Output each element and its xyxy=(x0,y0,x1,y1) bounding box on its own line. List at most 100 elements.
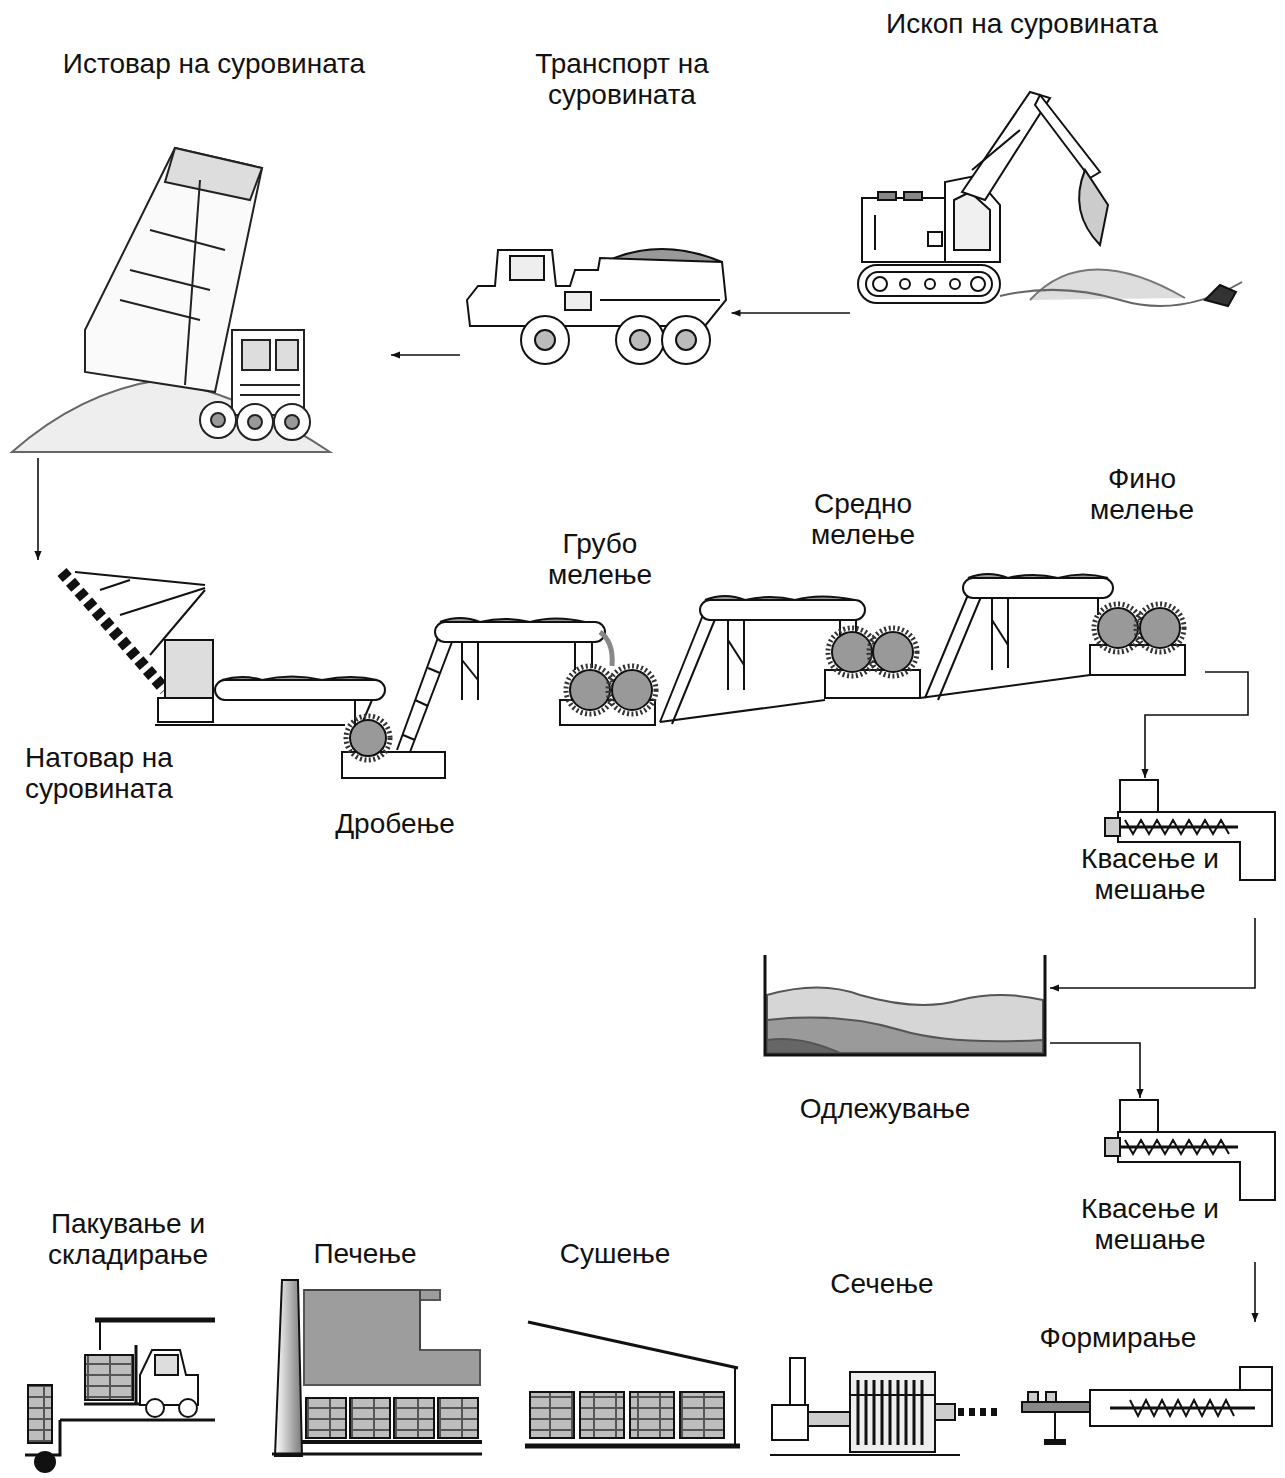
conveyor-line xyxy=(1094,604,1142,652)
conveyor-line xyxy=(215,574,1185,778)
extruder-icon xyxy=(1028,1392,1038,1402)
step-label: Печење xyxy=(290,1238,440,1269)
conveyor-line xyxy=(925,590,970,698)
dryer-icon xyxy=(630,1392,674,1438)
hauler-truck-icon xyxy=(662,316,710,364)
flow-arrow xyxy=(1050,1043,1140,1098)
dump-truck-icon xyxy=(12,148,330,452)
loader-icon xyxy=(158,698,213,722)
conveyor-line xyxy=(832,632,872,672)
step-label: Дробење xyxy=(326,808,464,839)
flow-arrow xyxy=(732,312,851,314)
step-label: Ископ на суровината xyxy=(857,8,1187,39)
flow-arrow xyxy=(1254,1262,1256,1322)
conveyor-line xyxy=(1136,604,1184,652)
cutter-icon xyxy=(858,1380,922,1445)
excavator-icon xyxy=(862,198,945,262)
dryer-icon xyxy=(580,1392,624,1438)
flow-arrow xyxy=(37,458,39,560)
process-step: Грубо мелење xyxy=(537,526,663,726)
step-label: Средно мелење xyxy=(802,488,924,551)
mixer-icon xyxy=(1118,1132,1275,1200)
conveyor-line xyxy=(570,670,610,710)
process-step: Формирање xyxy=(1005,1322,1275,1448)
hauler-truck-icon xyxy=(467,249,726,364)
conveyor-line xyxy=(672,612,718,724)
forklift-icon xyxy=(179,1399,197,1417)
step-label: Натовар на суровината xyxy=(25,742,203,805)
extruder-icon xyxy=(1054,1412,1056,1440)
process-step: Печење xyxy=(272,1236,482,1458)
kiln-icon xyxy=(394,1398,434,1438)
aging-pit-icon xyxy=(765,955,1045,1055)
conveyor-line xyxy=(574,642,576,670)
excavator-icon xyxy=(900,279,910,289)
step-label: Квасење и мешање xyxy=(1070,843,1230,906)
forklift-icon xyxy=(35,1452,55,1472)
conveyor-line xyxy=(600,632,612,666)
cutter-icon xyxy=(808,1412,850,1426)
step-label: Фино мелење xyxy=(1081,463,1203,526)
excavator-icon xyxy=(950,279,960,289)
dump-truck-icon xyxy=(150,230,225,250)
excavator-icon xyxy=(1030,269,1185,300)
step-label: Одлежување xyxy=(770,1093,1000,1124)
conveyor-line xyxy=(700,600,865,620)
excavator-icon xyxy=(1079,170,1108,245)
conveyor-line xyxy=(743,620,745,690)
dump-truck-icon xyxy=(276,340,298,370)
mixer-icon xyxy=(1105,1100,1275,1200)
forklift-icon xyxy=(99,1320,101,1350)
hauler-truck-icon xyxy=(616,316,664,364)
conveyor-line xyxy=(346,716,390,760)
dump-truck-icon xyxy=(165,148,262,200)
conveyor-line xyxy=(350,720,386,756)
process-step: Транспорт на суровината xyxy=(460,46,732,372)
forklift-icon xyxy=(85,1355,133,1400)
cutter-icon xyxy=(790,1358,805,1405)
forklift-icon xyxy=(84,1403,140,1406)
dump-truck-icon xyxy=(248,415,262,429)
dump-truck-icon xyxy=(285,415,299,429)
step-label: Транспорт на суровината xyxy=(515,48,730,111)
dump-truck-icon xyxy=(242,340,270,370)
excavator-icon xyxy=(904,192,922,200)
hauler-truck-icon xyxy=(565,292,591,310)
hauler-truck-icon xyxy=(521,316,569,364)
hauler-truck-icon xyxy=(535,330,555,350)
kiln-icon xyxy=(304,1290,480,1385)
hauler-truck-icon xyxy=(630,330,650,350)
dryer-icon xyxy=(734,1368,736,1448)
mixer-icon xyxy=(1125,820,1229,834)
forklift-icon xyxy=(25,1420,215,1455)
hauler-truck-icon xyxy=(676,330,696,350)
conveyor-line xyxy=(869,628,917,676)
conveyor-line xyxy=(461,642,463,700)
kiln-icon xyxy=(304,1290,420,1350)
kiln-icon xyxy=(306,1398,346,1438)
aging-pit-icon xyxy=(767,988,1043,1054)
dryer-icon xyxy=(530,1392,574,1438)
loader-icon xyxy=(62,572,345,725)
step-label: Сушење xyxy=(540,1238,690,1269)
conveyor-line xyxy=(992,620,1008,645)
forklift-icon xyxy=(28,1385,52,1443)
process-step: Квасење и мешање xyxy=(1068,778,1278,918)
conveyor-line xyxy=(1140,608,1180,648)
process-step: Сушење xyxy=(522,1236,742,1452)
dryer-icon xyxy=(525,1322,740,1448)
excavator-icon xyxy=(858,92,1242,306)
excavator-icon xyxy=(928,232,942,246)
process-step: Средно мелење xyxy=(800,486,927,700)
conveyor-line xyxy=(660,700,825,722)
forklift-icon xyxy=(95,1318,215,1323)
dump-truck-icon xyxy=(200,402,236,438)
excavator-icon xyxy=(874,215,876,250)
flow-arrow xyxy=(1050,918,1255,988)
conveyor-line xyxy=(477,642,479,700)
conveyor-line xyxy=(1098,608,1138,648)
excavator-icon xyxy=(878,192,896,200)
cutter-icon xyxy=(958,1408,1000,1416)
loader-icon xyxy=(75,572,205,585)
